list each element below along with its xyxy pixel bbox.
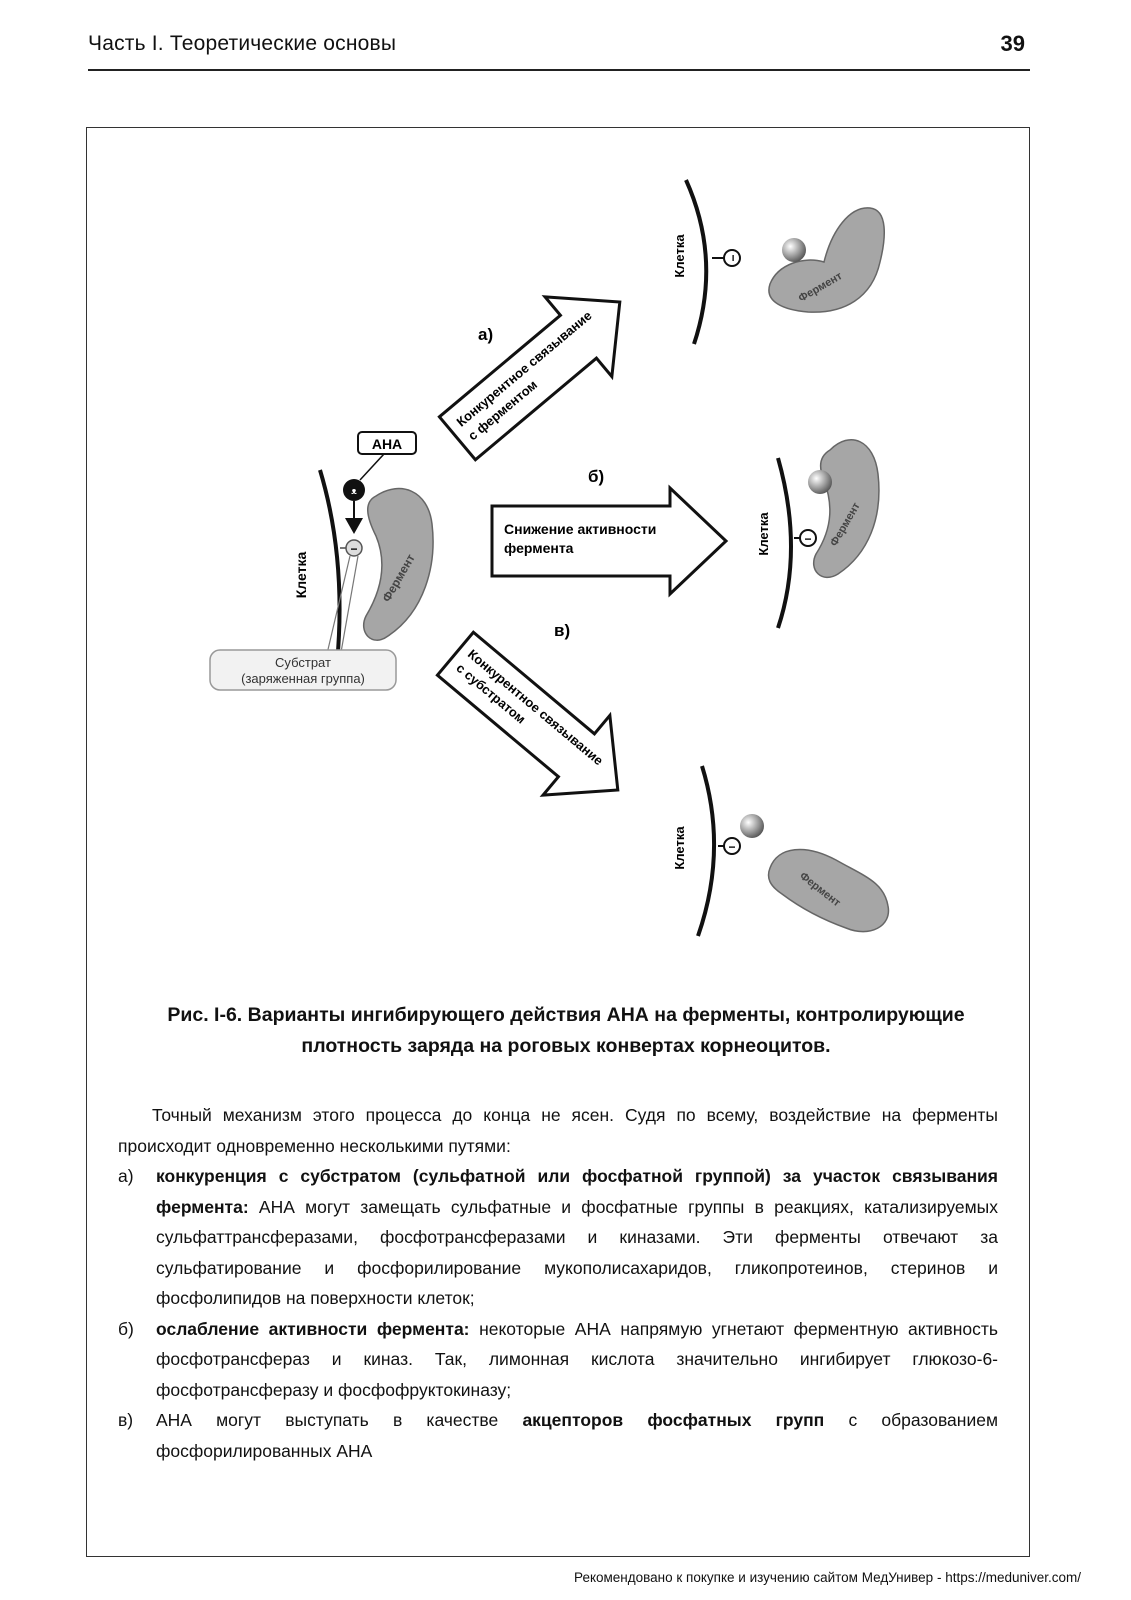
outcome-a-cell-label: Клетка [672, 234, 687, 278]
list-item-pre: АНА могут выступать в качестве [156, 1410, 499, 1430]
outcome-b-membrane [776, 457, 793, 629]
ana-arrowhead [345, 518, 363, 534]
arrow-c: Конкурентное связывание с субстратом [435, 630, 620, 797]
arrow-b-line2: фермента [504, 540, 574, 556]
arrow-b-letter: б) [588, 467, 604, 486]
arrow-a: Конкурентное связывание с ферментом [437, 295, 622, 462]
outcome-c-charge-symbol: − [728, 840, 735, 854]
list-item-text: с образованием фосфорилированных АНА [156, 1410, 998, 1461]
outcome-c-charge [723, 837, 741, 855]
outcome-a-enzyme [768, 207, 885, 313]
list-item-bold: конкуренция с субстратом (сульфатной или… [156, 1166, 998, 1217]
outcome-c-enzyme [767, 848, 890, 933]
enzyme-shape [363, 487, 434, 641]
list-marker: а) [118, 1166, 134, 1186]
list-item: б) ослабление активности фермента: некот… [118, 1314, 998, 1406]
substrate-box [209, 649, 397, 691]
footer-note: Рекомендовано к покупке и изучению сайто… [574, 1570, 1081, 1585]
page-number: 39 [1000, 31, 1025, 56]
caption-text: Варианты ингибирующего действия АНА на ф… [247, 1004, 965, 1057]
list-item-bold: ослабление активности фермента: [156, 1318, 470, 1339]
outcome-a: Клетка − Фермент [672, 179, 885, 345]
substrate-line1: Субстрат [275, 655, 331, 670]
list-marker: в) [118, 1410, 134, 1430]
negative-charge-symbol: − [350, 542, 357, 556]
cell-label: Клетка [293, 552, 309, 599]
ana-pointer [359, 453, 385, 481]
intro-paragraph: Точный механизм этого процесса до конца … [118, 1105, 998, 1156]
list-item-bold: акцепторов фосфатных групп [522, 1410, 825, 1430]
list-item-text: АНА могут замещать сульфатные и фосфатны… [156, 1196, 998, 1309]
outcome-b-enzyme [813, 439, 880, 579]
ana-label-box [357, 431, 417, 455]
list-item: а) конкуренция с субстратом (сульфатной … [118, 1161, 998, 1314]
list-item-text: некоторые АНА напрямую угнетают ферментн… [156, 1318, 998, 1400]
svg-text:ᴥ: ᴥ [351, 486, 357, 496]
figure-caption: Рис. I-6. Варианты ингибирующего действи… [140, 1000, 992, 1062]
arrow-c-letter: в) [554, 621, 570, 640]
outcome-a-charge-symbol: − [726, 254, 740, 261]
running-header-title: Часть I. Теоретические основы [88, 32, 397, 55]
outcome-b-ana [808, 470, 832, 494]
figure-diagram: Клетка Фермент АНА ᴥ − Субстрат (заряжен… [209, 179, 890, 937]
substrate-line2: (заряженная группа) [241, 671, 365, 686]
outcome-a-membrane [684, 179, 709, 345]
outcome-c: Клетка − Фермент [672, 765, 890, 937]
arrow-b-line1: Снижение активности [504, 521, 656, 537]
outcome-b-charge [799, 529, 817, 547]
list-marker: б) [118, 1318, 134, 1339]
ana-molecule [343, 479, 365, 501]
outcome-b-cell-label: Клетка [756, 512, 771, 556]
negative-charge [345, 539, 363, 557]
header-rule [88, 69, 1030, 71]
body-text: Точный механизм этого процесса до конца … [118, 1100, 998, 1466]
outcome-b-charge-symbol: − [804, 532, 811, 546]
caption-label: Рис. I-6. [167, 1004, 243, 1026]
arrow-a-letter: а) [478, 325, 493, 344]
arrow-b: Снижение активности фермента [490, 484, 729, 598]
outcome-b: Клетка − Фермент [756, 439, 880, 629]
outcome-a-ana [782, 238, 806, 262]
left-panel: Клетка Фермент АНА ᴥ − Субстрат (заряжен… [209, 431, 434, 691]
figure-frame [86, 127, 1030, 1557]
outcome-c-cell-label: Клетка [672, 826, 687, 870]
outcome-c-ana [740, 814, 764, 838]
outcome-c-membrane [696, 765, 716, 937]
ana-label: АНА [372, 436, 402, 452]
outcome-a-charge [723, 249, 741, 267]
list-item: в) АНА могут выступать в качестве акцепт… [118, 1405, 998, 1466]
mechanism-list: а) конкуренция с субстратом (сульфатной … [118, 1161, 998, 1466]
